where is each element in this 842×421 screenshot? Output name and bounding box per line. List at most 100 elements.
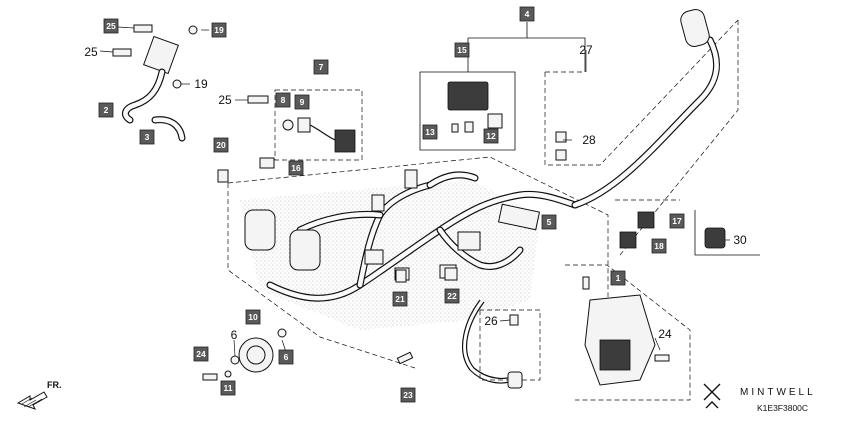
bolt-24-right — [654, 354, 670, 362]
diagram-code: K1E3F3800C — [757, 403, 808, 413]
callout-18: 18 — [651, 238, 667, 254]
fuse-12-box — [487, 113, 503, 129]
svg-text:18: 18 — [654, 241, 664, 251]
callout-16: 16 — [288, 160, 304, 176]
callout-17: 17 — [669, 213, 685, 229]
washer-6-right — [277, 328, 287, 338]
callout-24b: 24 — [658, 327, 672, 341]
bolt-24-left — [202, 373, 218, 381]
svg-text:12: 12 — [486, 131, 496, 141]
clip-28b — [555, 149, 567, 161]
part-8 — [282, 119, 294, 131]
relay-assembly-7 — [282, 117, 356, 153]
clip-28a — [555, 131, 567, 143]
relays — [619, 211, 726, 249]
svg-text:5: 5 — [547, 217, 552, 227]
washer-19-lower — [172, 79, 182, 89]
rear-connector — [680, 9, 710, 47]
svg-text:2: 2 — [104, 105, 109, 115]
svg-text:7: 7 — [319, 62, 324, 72]
svg-text:9: 9 — [300, 97, 305, 107]
washer-6-left — [230, 355, 240, 365]
svg-text:19: 19 — [214, 25, 224, 35]
svg-text:3: 3 — [145, 132, 150, 142]
callout-24a: 24 — [193, 346, 209, 362]
callout-19a: 19 — [211, 22, 227, 38]
bolt-23 — [396, 351, 414, 365]
svg-text:10: 10 — [248, 312, 258, 322]
lower-connector — [507, 371, 523, 389]
washer-19-top — [188, 25, 198, 35]
horn-center — [246, 345, 266, 365]
bracket-part — [143, 35, 179, 75]
part-9 — [297, 117, 311, 133]
callout-19b: 19 — [194, 77, 208, 91]
bolt-25-mid — [112, 48, 132, 57]
part-16 — [259, 157, 275, 169]
svg-text:13: 13 — [425, 127, 435, 137]
svg-text:17: 17 — [672, 216, 682, 226]
callout-2: 2 — [98, 102, 114, 118]
callout-25a: 25 — [103, 18, 119, 34]
misc-small-parts — [217, 157, 519, 326]
ecu-bolt — [582, 276, 590, 290]
front-label: FR. — [47, 380, 62, 390]
svg-text:1: 1 — [616, 273, 621, 283]
callout-27: 27 — [579, 43, 593, 57]
svg-text:4: 4 — [525, 9, 530, 19]
svg-text:16: 16 — [291, 163, 301, 173]
callout-26: 26 — [484, 314, 498, 328]
svg-text:11: 11 — [224, 383, 233, 393]
connector-right — [497, 203, 541, 231]
svg-text:24: 24 — [196, 349, 206, 359]
callout-6a: 6 — [231, 328, 238, 342]
callout-15: 15 — [454, 42, 470, 58]
callout-7: 7 — [313, 59, 329, 75]
relay-30 — [704, 227, 726, 249]
callout-25c: 25 — [218, 93, 232, 107]
svg-text:22: 22 — [447, 291, 457, 301]
svg-text:20: 20 — [216, 140, 226, 150]
callout-6b: 6 — [278, 349, 294, 365]
callout-11: 11 — [220, 380, 236, 396]
fuse-box — [447, 81, 489, 111]
watermark: MINTWELL — [703, 383, 816, 409]
connector-mid-a — [364, 249, 384, 265]
callout-21: 21 — [392, 291, 408, 307]
rear-sub-harness — [571, 9, 721, 209]
callout-28: 28 — [582, 133, 596, 147]
callout-1: 1 — [610, 270, 626, 286]
callout-25b: 25 — [84, 45, 98, 59]
callout-30: 30 — [733, 233, 747, 247]
svg-text:15: 15 — [457, 45, 467, 55]
callout-8: 8 — [275, 92, 291, 108]
brand-logo-icon — [703, 383, 721, 409]
callout-5: 5 — [541, 214, 557, 230]
svg-text:23: 23 — [403, 390, 413, 400]
callout-20: 20 — [213, 137, 229, 153]
svg-text:6: 6 — [284, 352, 289, 362]
lower-sub-harness — [462, 299, 523, 389]
fuse-13 — [451, 123, 459, 133]
callout-22: 22 — [444, 288, 460, 304]
relay-7 — [334, 129, 356, 153]
callout-13: 13 — [422, 124, 438, 140]
svg-text:25: 25 — [106, 21, 116, 31]
relay-18 — [619, 231, 637, 249]
brand-name: MINTWELL — [740, 387, 816, 398]
callout-23: 23 — [400, 387, 416, 403]
fuse-box-15 — [447, 81, 503, 133]
callout-3: 3 — [139, 129, 155, 145]
fuse-part — [464, 121, 474, 133]
horn-assembly-10 — [202, 328, 414, 381]
relay-17 — [637, 211, 655, 229]
svg-text:8: 8 — [281, 95, 286, 105]
part-20 — [217, 169, 229, 183]
small-part-28 — [555, 131, 567, 161]
connector-left-a — [244, 209, 276, 251]
callout-4: 4 — [519, 6, 535, 22]
callout-12: 12 — [483, 128, 499, 144]
nut-11 — [224, 370, 232, 378]
